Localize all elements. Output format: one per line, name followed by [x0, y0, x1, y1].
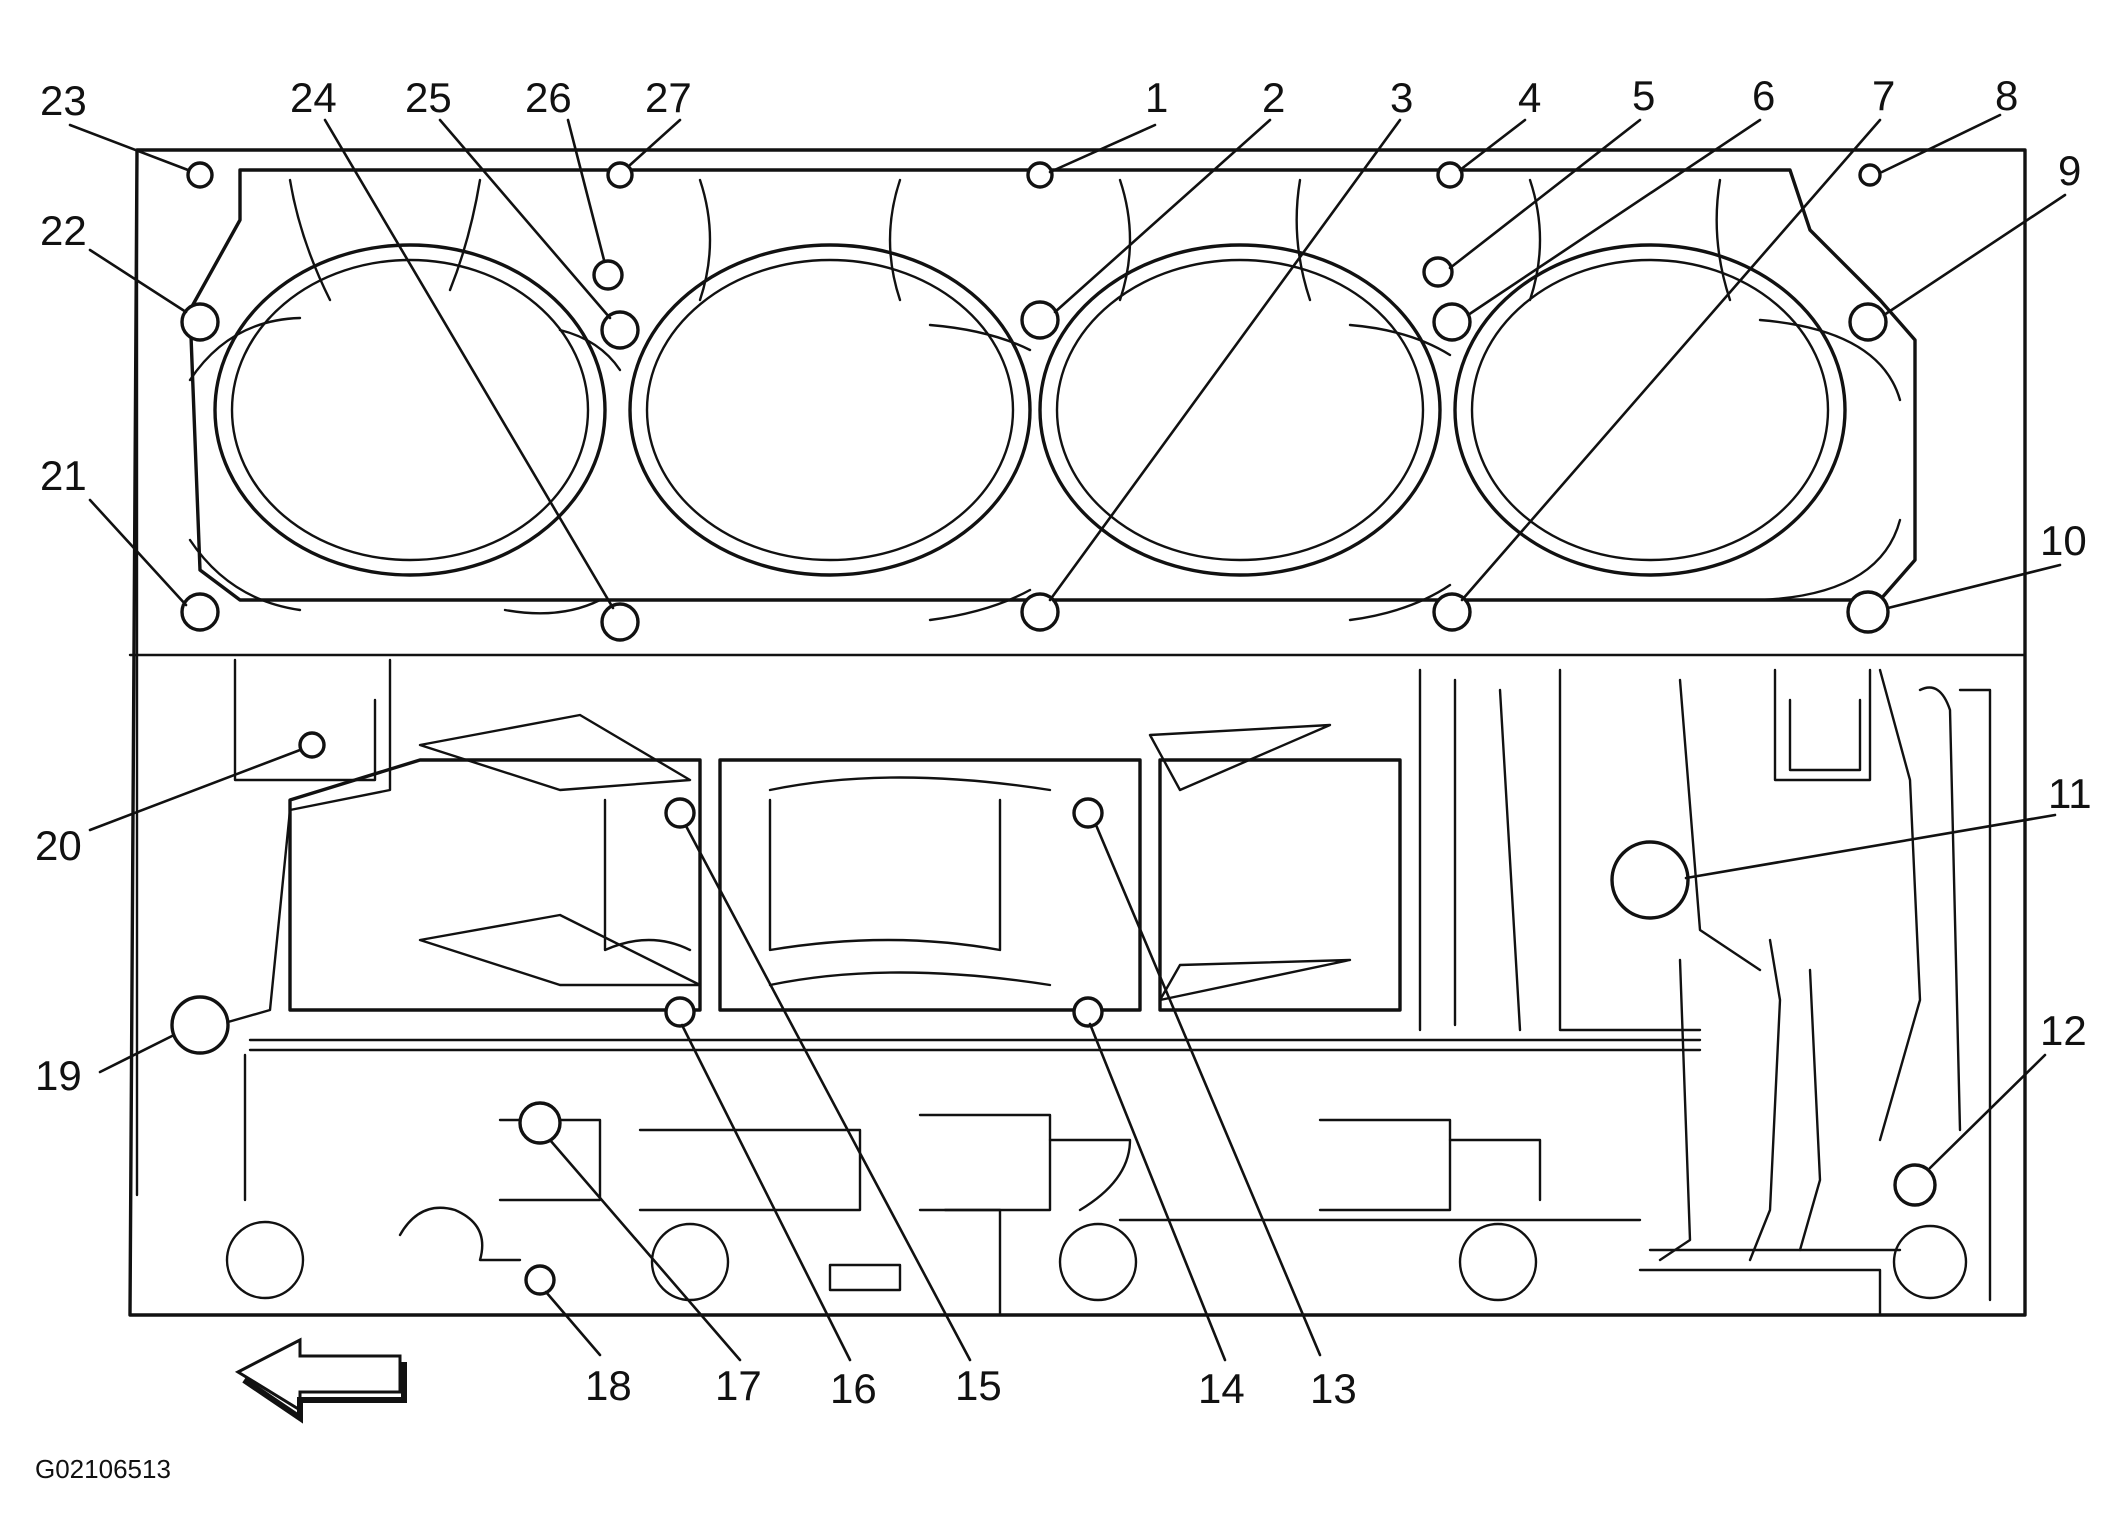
callout-20: 20 — [35, 822, 82, 869]
callout-6: 6 — [1752, 72, 1775, 119]
callout-17: 17 — [715, 1362, 762, 1409]
callout-11: 11 — [2048, 770, 2092, 817]
callout-27: 27 — [645, 74, 692, 121]
callout-9: 9 — [2058, 147, 2081, 194]
figure-id: G02106513 — [35, 1454, 171, 1484]
bolt-hole-11 — [1610, 840, 1690, 920]
bolt-hole-16 — [664, 996, 696, 1028]
bolt-hole-4 — [1436, 161, 1464, 189]
bolt-hole-19 — [170, 995, 230, 1055]
block-outline — [128, 148, 2027, 1317]
callout-10: 10 — [2040, 517, 2087, 564]
callout-labels: 1 2 3 4 5 6 7 8 9 10 11 12 13 14 15 16 1… — [35, 72, 2092, 1412]
bolt-hole-12 — [1893, 1163, 1937, 1207]
bolt-hole-2 — [1020, 300, 1060, 340]
bolt-hole-13 — [1072, 797, 1104, 829]
bolt-hole-24 — [600, 602, 640, 642]
callout-24: 24 — [290, 74, 337, 121]
callout-23: 23 — [40, 77, 87, 124]
bolt-hole-26 — [592, 259, 624, 291]
bolt-hole-27 — [606, 161, 634, 189]
bolt-hole-9 — [1848, 302, 1888, 342]
bolt-hole-5 — [1422, 256, 1454, 288]
bolt-holes — [170, 161, 1937, 1296]
callout-12: 12 — [2040, 1007, 2087, 1054]
callout-4: 4 — [1518, 74, 1541, 121]
bolt-hole-14 — [1072, 996, 1104, 1028]
callout-8: 8 — [1995, 72, 2018, 119]
bolt-hole-21 — [180, 592, 220, 632]
bolt-hole-18 — [524, 1264, 556, 1296]
callout-16: 16 — [830, 1365, 877, 1412]
bolt-hole-15 — [664, 797, 696, 829]
leader-lines — [68, 113, 2067, 1362]
callout-18: 18 — [585, 1362, 632, 1409]
callout-7: 7 — [1872, 72, 1895, 119]
bolt-hole-8 — [1858, 163, 1882, 187]
bolt-hole-23 — [186, 161, 214, 189]
bolt-hole-1 — [1026, 161, 1054, 189]
callout-26: 26 — [525, 74, 572, 121]
callout-5: 5 — [1632, 72, 1655, 119]
bolt-hole-3 — [1020, 592, 1060, 632]
bolt-hole-6 — [1432, 302, 1472, 342]
cylinder-bores — [213, 243, 1847, 577]
bolt-hole-17 — [518, 1101, 562, 1145]
callout-3: 3 — [1390, 74, 1413, 121]
bolt-hole-7 — [1432, 592, 1472, 632]
bolt-hole-25 — [600, 310, 640, 350]
callout-15: 15 — [955, 1362, 1002, 1409]
callout-1: 1 — [1145, 74, 1168, 121]
deck-surface — [188, 168, 1917, 622]
callout-14: 14 — [1198, 1365, 1245, 1412]
callout-25: 25 — [405, 74, 452, 121]
callout-21: 21 — [40, 452, 87, 499]
callout-22: 22 — [40, 207, 87, 254]
callout-13: 13 — [1310, 1365, 1357, 1412]
bolt-hole-22 — [180, 302, 220, 342]
lower-block — [198, 658, 1992, 1317]
callout-2: 2 — [1262, 74, 1285, 121]
bolt-hole-10 — [1846, 590, 1890, 634]
bolt-hole-20 — [298, 731, 326, 759]
left-arrow-icon — [234, 1337, 407, 1424]
callout-19: 19 — [35, 1052, 82, 1099]
